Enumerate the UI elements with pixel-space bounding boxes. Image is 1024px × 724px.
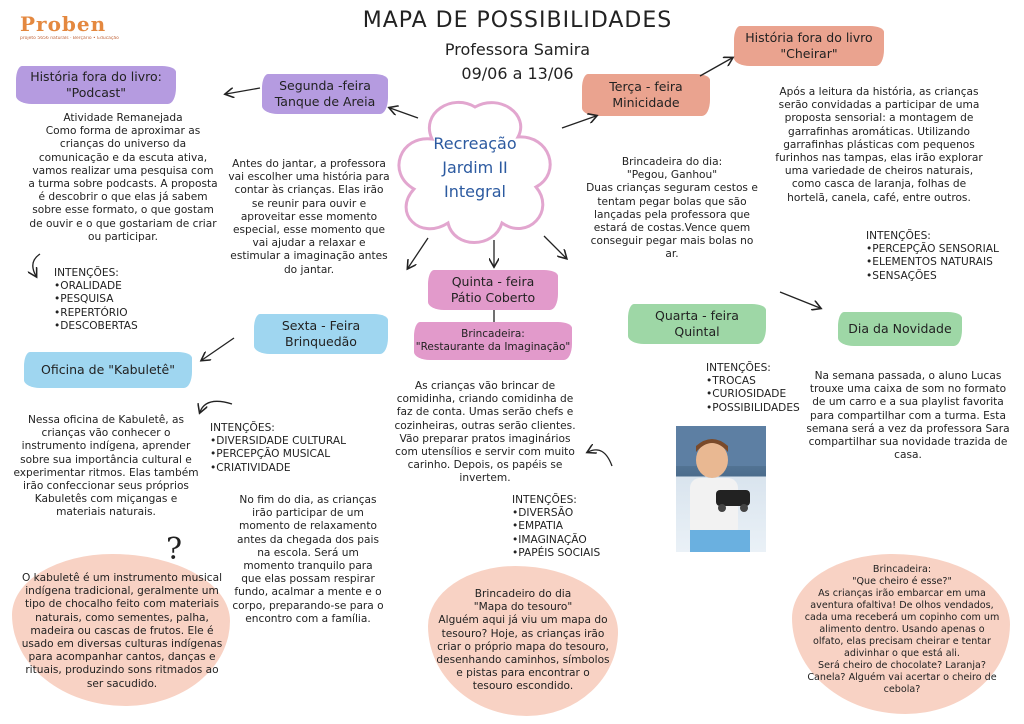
arrow-center-to-monday-text [408,238,428,268]
arrow-tuesday-to-cheirar [700,58,732,76]
arrow-kabulete-curl [200,401,232,412]
arrow-wednesday-to-novidade [780,292,820,308]
arrow-friday-to-kabulete [202,338,234,360]
arrow-center-to-monday [390,108,418,118]
arrow-monday-to-podcast [226,88,260,94]
arrow-center-to-tuesday [562,116,596,128]
arrow-center-to-wednesday [544,236,566,258]
arrow-podcast-curl [33,254,40,276]
arrow-thursday-curl [588,450,612,466]
